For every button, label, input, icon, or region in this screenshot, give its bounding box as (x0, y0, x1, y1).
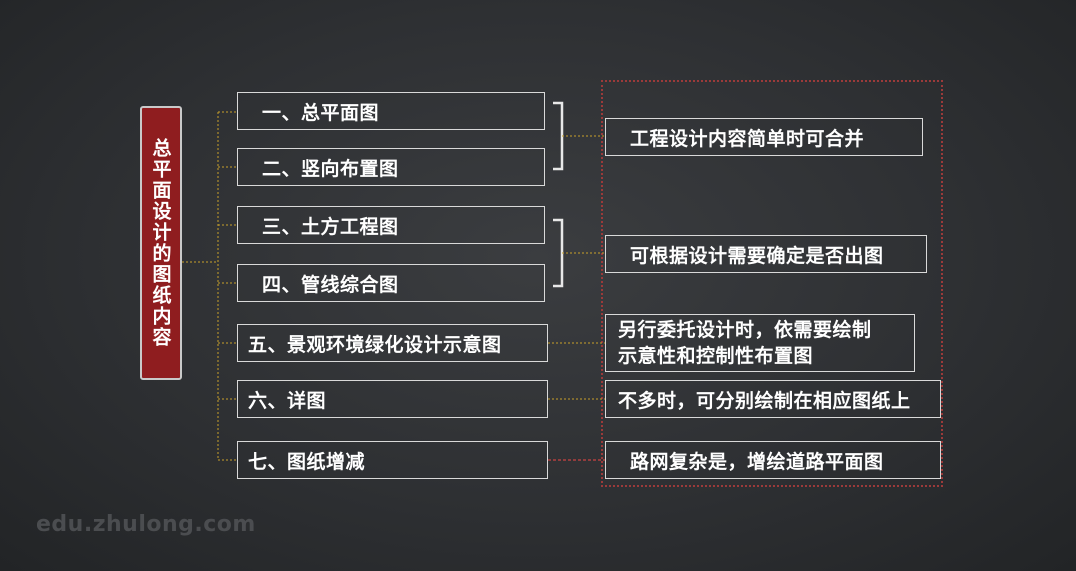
note-4: 不多时，可分别绘制在相应图纸上 (605, 380, 941, 418)
item-4: 四、管线综合图 (237, 264, 545, 302)
title-box: 总平面设计的图纸内容 (140, 106, 182, 380)
note-text-line2: 示意性和控制性布置图 (618, 345, 814, 367)
item-5: 五、景观环境绿化设计示意图 (237, 324, 548, 362)
note-2: 可根据设计需要确定是否出图 (605, 235, 927, 273)
note-text: 路网复杂是，增绘道路平面图 (630, 450, 884, 473)
item-label: 一、总平面图 (262, 101, 380, 124)
watermark: edu.zhulong.com (36, 512, 256, 537)
note-text: 可根据设计需要确定是否出图 (630, 244, 884, 267)
note-1: 工程设计内容简单时可合并 (605, 118, 923, 156)
item-2: 二、竖向布置图 (237, 148, 545, 186)
item-label: 七、图纸增减 (248, 450, 366, 473)
bracket-2 (553, 218, 564, 288)
note-text-line1: 另行委托设计时，依需要绘制 (618, 319, 872, 341)
item-6: 六、详图 (237, 380, 548, 418)
note-3: 另行委托设计时，依需要绘制 示意性和控制性布置图 (605, 314, 915, 372)
item-label: 二、竖向布置图 (262, 157, 399, 180)
item-label: 三、土方工程图 (262, 215, 399, 238)
diagram-title: 总平面设计的图纸内容 (149, 138, 172, 348)
bracket-1 (553, 101, 564, 171)
item-label: 六、详图 (248, 389, 327, 412)
note-text: 不多时，可分别绘制在相应图纸上 (618, 389, 911, 412)
item-3: 三、土方工程图 (237, 206, 545, 244)
note-text: 工程设计内容简单时可合并 (630, 127, 865, 150)
item-label: 四、管线综合图 (262, 273, 399, 296)
item-7: 七、图纸增减 (237, 441, 548, 479)
item-label: 五、景观环境绿化设计示意图 (248, 333, 502, 356)
notes-dashed-frame (601, 80, 943, 487)
item-1: 一、总平面图 (237, 92, 545, 130)
note-5: 路网复杂是，增绘道路平面图 (605, 441, 941, 479)
